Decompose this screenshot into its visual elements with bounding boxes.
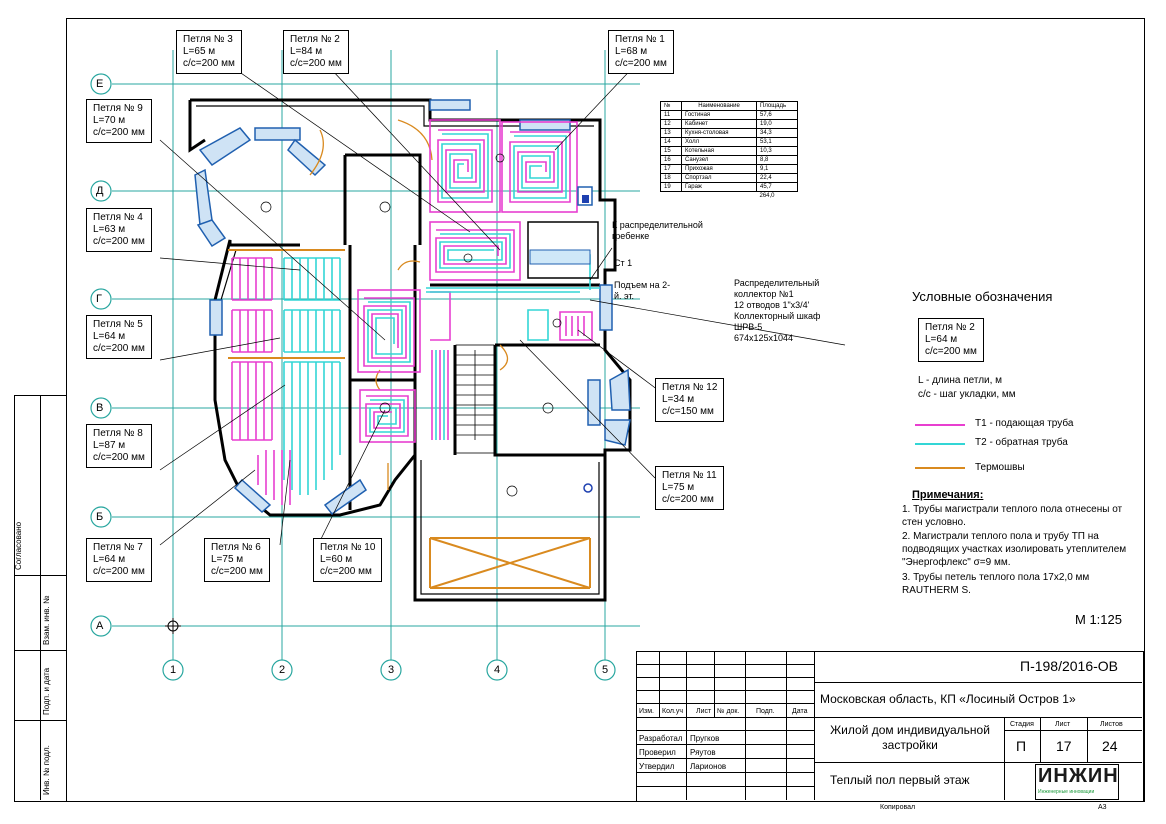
axis-row-d: Д [96, 185, 104, 197]
axis-row-v: В [96, 402, 104, 414]
thermal-seams [228, 249, 591, 589]
scale-label: М 1:125 [1075, 612, 1122, 627]
legend-l-def: L - длина петли, м [918, 375, 1003, 386]
legend-cc-def: с/с - шаг укладки, мм [918, 389, 1016, 400]
rooms-total: 264,0 [759, 193, 775, 199]
windows [194, 99, 631, 516]
tb-sheet-name: Теплый пол первый этаж [830, 773, 970, 787]
doors [309, 119, 509, 490]
riser-lift-label: Подъем на 2-й. эт. [614, 280, 671, 301]
legend-tm: Термошвы [975, 462, 1025, 473]
tb-role-name: Ларионов [690, 762, 727, 771]
legend-title: Условные обозначения [912, 289, 1053, 304]
tb-col-list: Лист [696, 708, 712, 715]
sheet-frame [66, 18, 1145, 802]
return-loops [283, 133, 600, 495]
tb-sheet-label: Лист [1055, 721, 1071, 728]
axis-col-2: 2 [279, 664, 286, 676]
tb-sheets: 24 [1102, 738, 1118, 754]
tb-col-koluch: Кол.уч [662, 708, 683, 715]
leader-lines [159, 54, 846, 546]
tb-code: П-198/2016-ОВ [1020, 658, 1119, 674]
tb-sheet: 17 [1056, 738, 1072, 754]
tb-copied: Копировал [880, 804, 916, 811]
notes-item: 3. Трубы петель теплого пола 17х2,0 мм R… [902, 572, 1090, 596]
axis-row-e: Е [96, 78, 104, 90]
axis-bubbles [90, 73, 616, 681]
tb-col-sign: Подп. [756, 708, 775, 715]
room-markers [260, 153, 562, 497]
title-block [636, 651, 1144, 802]
axis-col-5: 5 [602, 664, 609, 676]
tb-location: Московская область, КП «Лосиный Остров 1… [820, 692, 1076, 706]
notes-item: 1. Трубы магистрали теплого пола отнесен… [902, 504, 1123, 528]
to-distributor-label: К распределительной гребенке [612, 220, 703, 241]
tb-role: Разработал [639, 734, 683, 743]
axis-row-a: А [96, 620, 104, 632]
tb-role: Проверил [639, 748, 676, 757]
tb-role-name: Ряутов [690, 748, 716, 757]
tb-col-date: Дата [792, 708, 808, 715]
notes-title: Примечания: [912, 489, 984, 501]
legend-t2: Т2 - обратная труба [975, 437, 1068, 448]
axis-row-b: Б [96, 511, 104, 523]
company-logo: ИНЖИН Инженерные инновации [1035, 764, 1119, 800]
supply-loops [231, 119, 593, 505]
notes-item: 2. Магистрали теплого пола и трубу ТП на… [902, 531, 1127, 568]
tb-col-doc: № док. [717, 708, 740, 715]
tb-object: Жилой дом индивидуальной застройки [830, 723, 990, 752]
tb-role: Утвердил [639, 762, 675, 771]
axis-col-1: 1 [170, 664, 177, 676]
axis-row-g: Г [96, 293, 102, 305]
axis-col-4: 4 [494, 664, 501, 676]
tb-role-name: Пругков [690, 734, 720, 743]
tb-format: А3 [1098, 804, 1107, 811]
legend-t1: Т1 - подающая труба [975, 418, 1074, 429]
stairs [455, 344, 495, 454]
tb-stage-label: Стадия [1010, 721, 1034, 728]
tb-col-izm: Изм. [639, 708, 654, 715]
riser-label: Ст 1 [614, 258, 633, 268]
axis-col-3: 3 [388, 664, 395, 676]
tb-sheets-label: Листов [1100, 721, 1123, 728]
tb-stage: П [1016, 738, 1027, 754]
